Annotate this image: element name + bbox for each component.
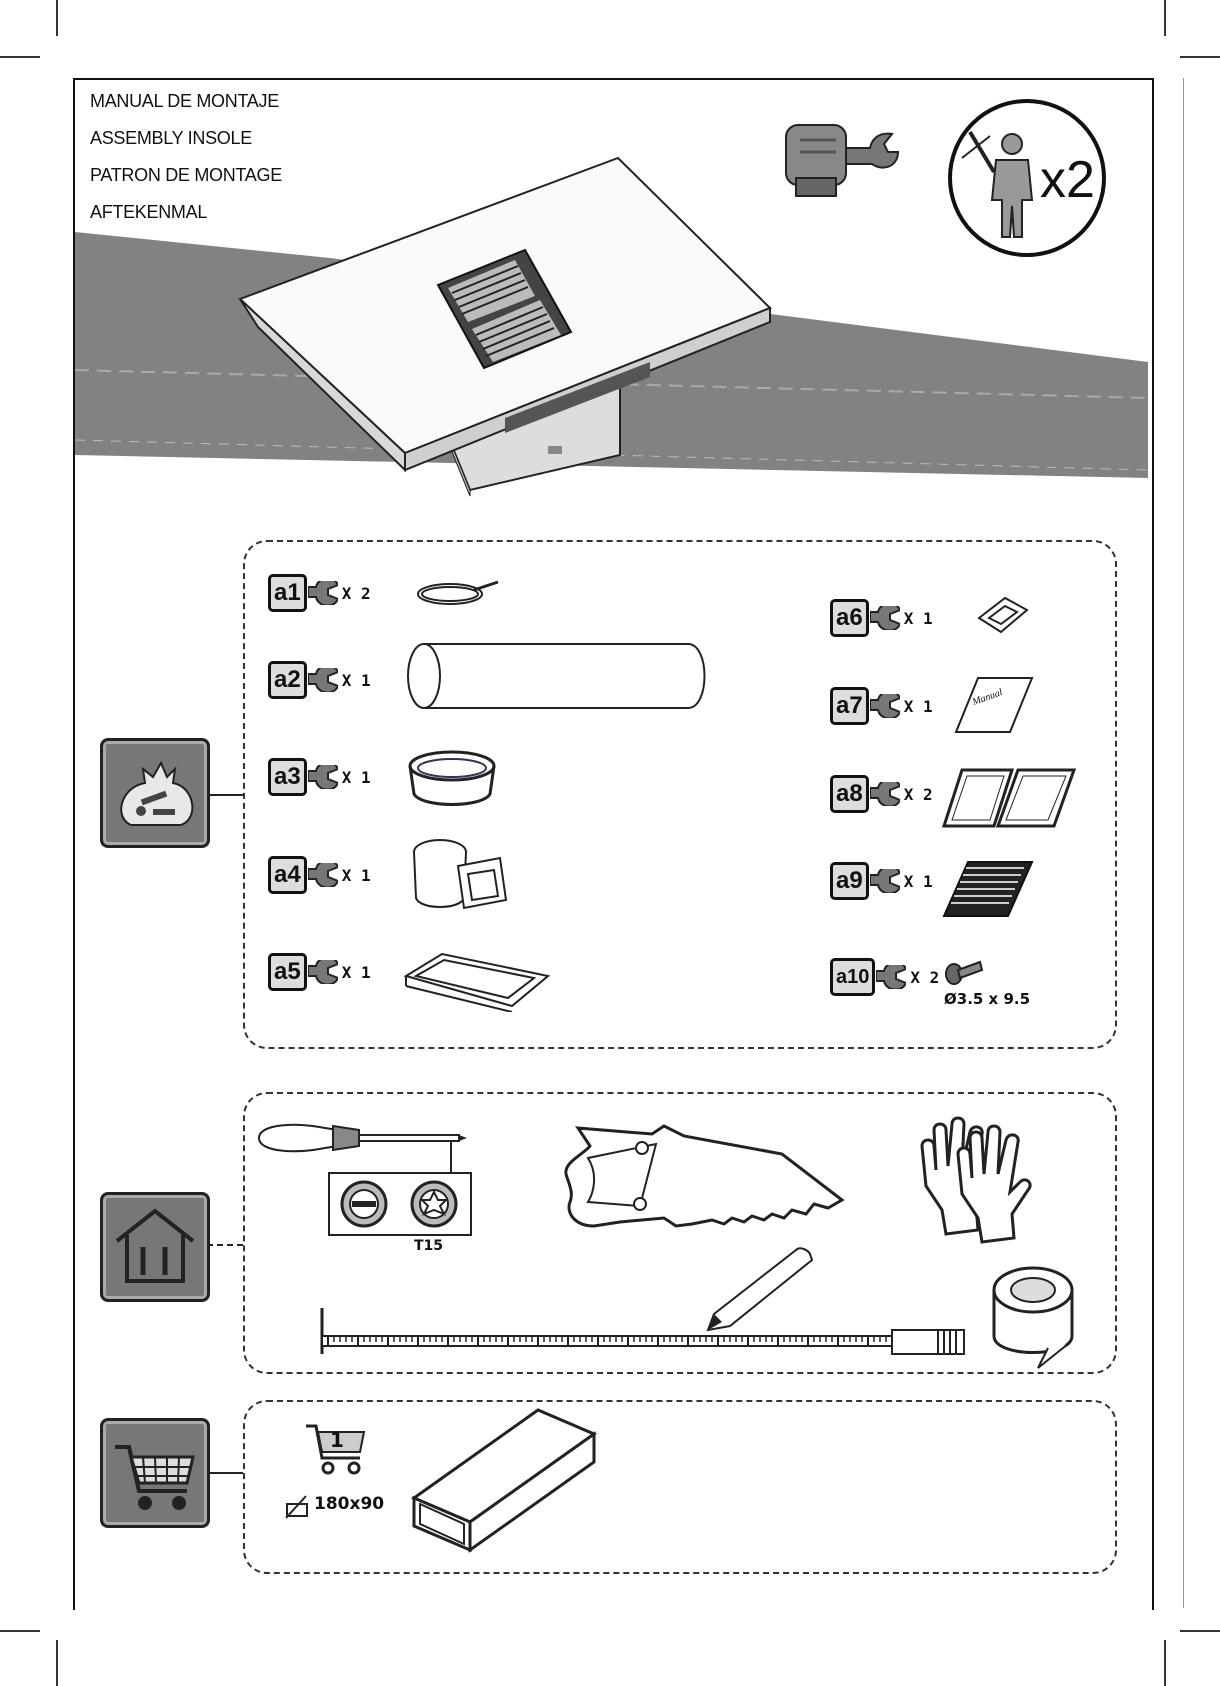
screw-heads-icon	[328, 1172, 472, 1236]
wrench-icon	[308, 668, 338, 692]
part-tag: a8	[830, 775, 869, 813]
part-tag: a6	[830, 599, 869, 637]
part-qty: X 1	[342, 671, 371, 690]
part-qty: X 1	[342, 768, 371, 787]
cart-count: 1	[330, 1428, 344, 1452]
hero-illustration	[0, 0, 1220, 520]
wrench-icon	[308, 863, 338, 887]
purchase-box	[243, 1400, 1117, 1574]
part-a4: a4 X 1	[268, 855, 371, 895]
crop-mark	[0, 1630, 40, 1632]
screwdriver-icon	[255, 1118, 469, 1158]
part-tag: a7	[830, 687, 869, 725]
part-tag: a1	[268, 574, 307, 612]
purchase-connector	[207, 1472, 243, 1474]
gloves-icon	[918, 1110, 1048, 1250]
part-qty: X 2	[904, 785, 933, 804]
saw-icon	[560, 1122, 846, 1232]
rectangular-duct-icon	[408, 1406, 598, 1554]
hood-wrench-icon	[786, 125, 898, 196]
title-block: MANUAL DE MONTAJE ASSEMBLY INSOLE PATRON…	[90, 88, 282, 236]
parts-bag-icon	[100, 738, 210, 848]
part-tag: a4	[268, 856, 307, 894]
title-fr: PATRON DE MONTAGE	[90, 162, 282, 199]
tray-frame-icon	[402, 946, 552, 1012]
part-qty: X 1	[342, 866, 371, 885]
wrench-icon	[870, 782, 900, 806]
shopping-cart-icon	[100, 1418, 210, 1528]
part-qty: X 1	[904, 697, 933, 716]
part-a8: a8 X 2	[830, 774, 933, 814]
wrench-icon	[870, 606, 900, 630]
cable-icon	[412, 574, 502, 614]
part-tag: a5	[268, 953, 307, 991]
part-tag: a3	[268, 758, 307, 796]
part-qty: X 1	[904, 609, 933, 628]
crop-mark	[56, 1640, 58, 1686]
duct-size: 180x90	[314, 1494, 384, 1514]
wrench-icon	[308, 960, 338, 984]
part-a7: a7 X 1	[830, 686, 933, 726]
pipe-icon	[404, 640, 710, 712]
part-tag: a2	[268, 661, 307, 699]
person-count: x2	[1040, 150, 1095, 210]
part-a6: a6 X 1	[830, 598, 933, 638]
crop-mark	[1180, 1630, 1220, 1632]
tape-roll-icon	[988, 1262, 1078, 1370]
title-en: ASSEMBLY INSOLE	[90, 125, 282, 162]
bit-callout-line	[450, 1140, 452, 1174]
part-a5: a5 X 1	[268, 952, 371, 992]
crop-mark	[1164, 1640, 1166, 1686]
wrench-icon	[870, 694, 900, 718]
wrench-icon	[308, 581, 338, 605]
measuring-tape-icon	[318, 1306, 976, 1356]
toolbox-house-icon	[100, 1192, 210, 1302]
rect-duct-symbol-icon	[284, 1494, 310, 1520]
parts-connector	[207, 794, 243, 796]
part-tag: a10	[830, 958, 875, 996]
part-qty: X 1	[904, 872, 933, 891]
grille-icon	[942, 858, 1034, 920]
part-tag: a9	[830, 862, 869, 900]
ring-clamp-icon	[402, 744, 502, 810]
torx-label: T15	[414, 1238, 443, 1254]
bracket-icon	[975, 594, 1031, 638]
part-qty: X 1	[342, 963, 371, 982]
part-qty: X 2	[342, 584, 371, 603]
part-a1: a1 X 2	[268, 573, 371, 613]
tools-connector	[207, 1244, 243, 1246]
filter-panels-icon	[942, 766, 1078, 830]
screw-icon	[944, 956, 984, 986]
title-es: MANUAL DE MONTAJE	[90, 88, 282, 125]
title-nl: AFTEKENMAL	[90, 199, 282, 236]
wrench-icon	[876, 965, 906, 989]
wrench-icon	[870, 869, 900, 893]
part-a2: a2 X 1	[268, 660, 371, 700]
manual-booklet-icon	[954, 674, 1034, 736]
part-qty: X 2	[910, 968, 939, 987]
part-a9: a9 X 1	[830, 861, 933, 901]
wrench-icon	[308, 765, 338, 789]
part-a10: a10 X 2	[830, 957, 939, 997]
duct-adapter-icon	[410, 836, 510, 926]
screw-size: Ø3.5 x 9.5	[944, 990, 1030, 1008]
part-a3: a3 X 1	[268, 757, 371, 797]
